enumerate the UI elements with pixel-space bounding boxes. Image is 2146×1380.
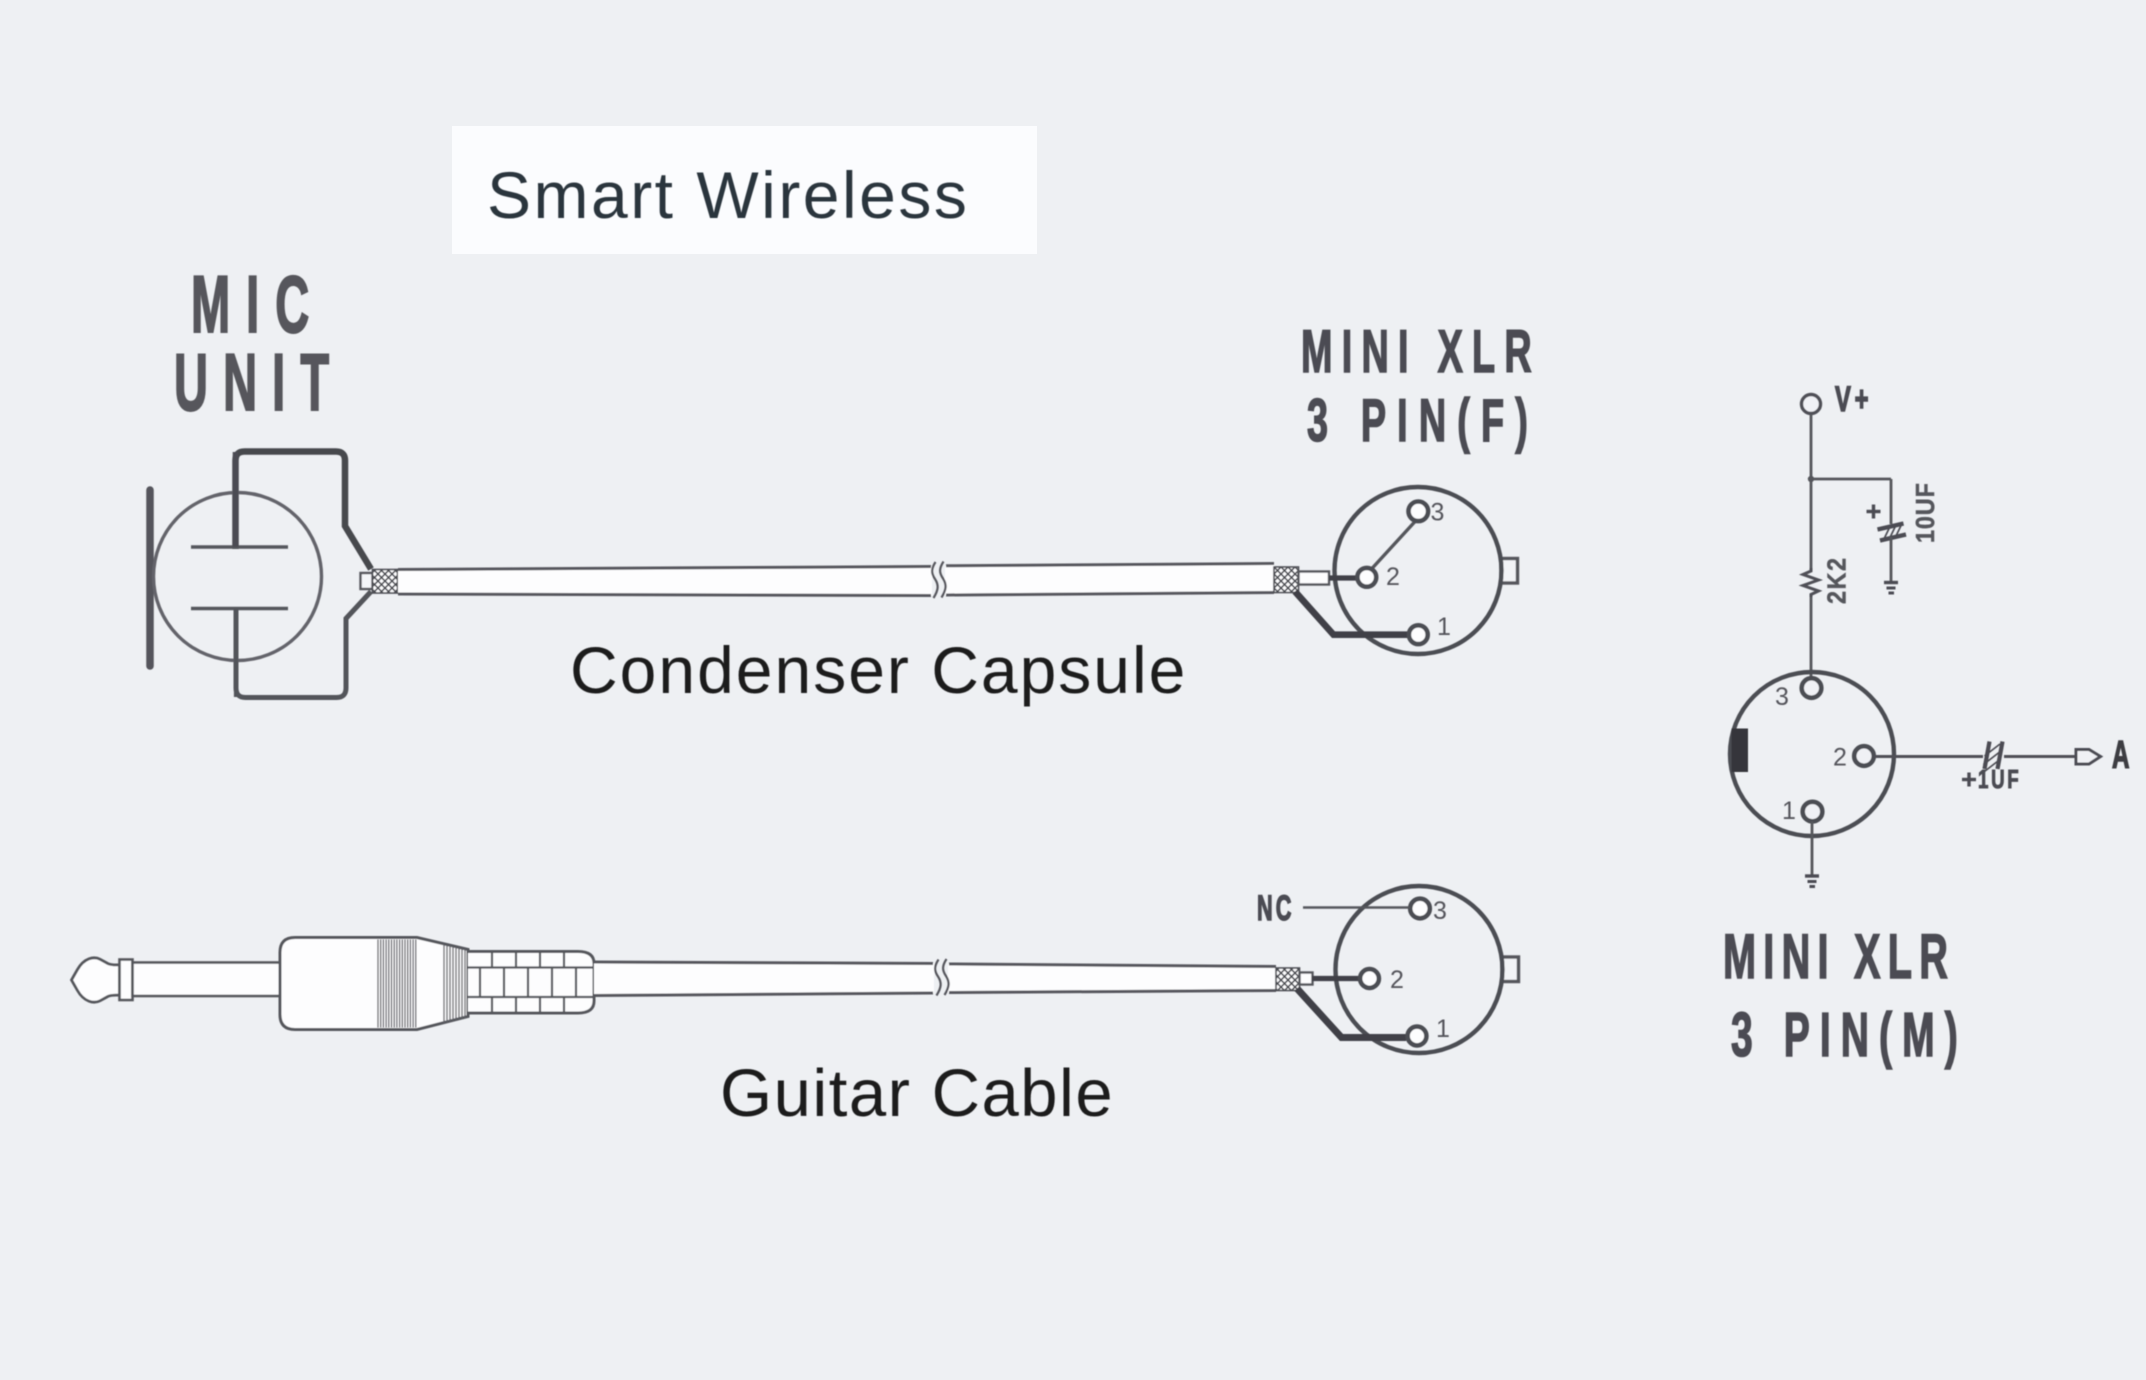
svg-text:2K2: 2K2 <box>1823 557 1851 604</box>
svg-text:Condenser Capsule: Condenser Capsule <box>570 633 1187 707</box>
svg-text:Guitar Cable: Guitar Cable <box>720 1056 1114 1131</box>
svg-text:3: 3 <box>1433 897 1447 925</box>
svg-text:3 PIN(M): 3 PIN(M) <box>1731 1000 1968 1069</box>
svg-text:3: 3 <box>1775 683 1789 711</box>
svg-text:2: 2 <box>1386 563 1400 591</box>
svg-text:1: 1 <box>1782 797 1796 825</box>
svg-text:3: 3 <box>1431 499 1445 527</box>
svg-text:10UF: 10UF <box>1912 482 1940 543</box>
svg-text:A: A <box>2112 733 2129 776</box>
svg-text:Smart Wireless: Smart Wireless <box>487 158 969 232</box>
svg-text:UNIT: UNIT <box>174 338 344 428</box>
svg-text:MINI XLR: MINI XLR <box>1301 318 1541 385</box>
svg-text:MIC: MIC <box>191 260 325 350</box>
svg-text:2: 2 <box>1390 966 1404 994</box>
svg-text:2: 2 <box>1833 744 1847 772</box>
svg-text:3 PIN(F): 3 PIN(F) <box>1307 387 1539 454</box>
svg-text:1UF: 1UF <box>1978 764 2021 794</box>
svg-text:1: 1 <box>1437 613 1451 641</box>
svg-text:NC: NC <box>1257 890 1295 928</box>
svg-text:MINI XLR: MINI XLR <box>1723 922 1955 993</box>
svg-text:1: 1 <box>1436 1015 1450 1043</box>
svg-text:V+: V+ <box>1835 381 1872 420</box>
